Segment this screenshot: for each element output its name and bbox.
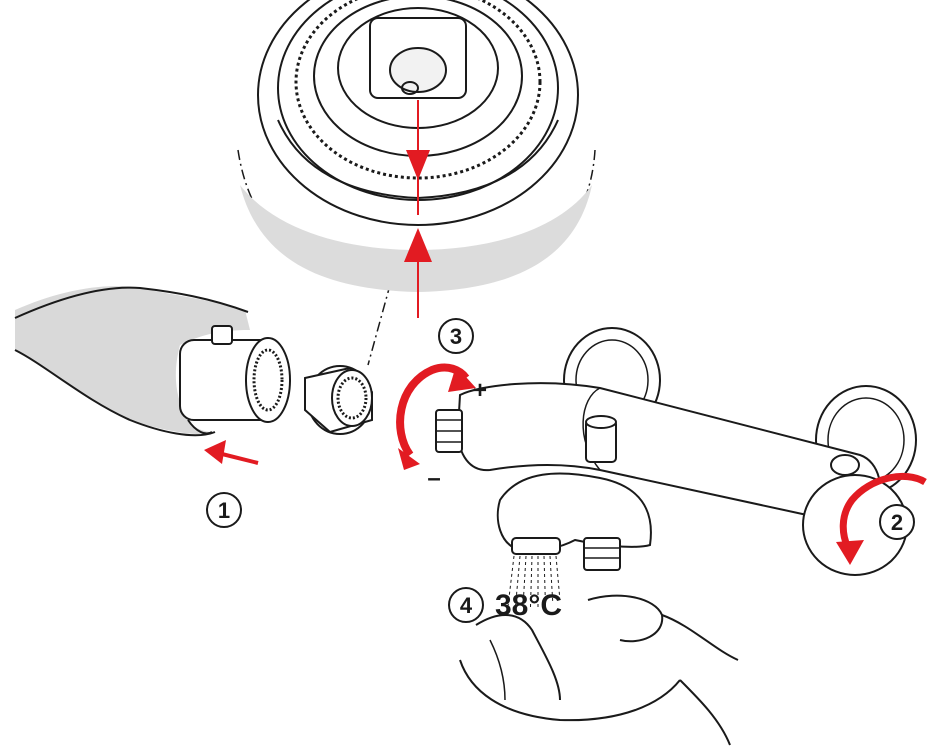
flow-handle-collar	[830, 454, 860, 476]
flow-arrow-arc	[839, 472, 927, 550]
zoom-detail	[237, 0, 596, 366]
alignment-arrow-up-icon	[404, 228, 432, 262]
left-hand-removing-handle	[14, 286, 291, 437]
wrist-outline-top	[661, 614, 739, 661]
finger-outline-1	[475, 613, 561, 701]
step-badge-3: 3	[438, 318, 474, 354]
step-badge-4: 4	[448, 587, 484, 623]
palm-outline	[459, 659, 681, 722]
step-circle	[879, 504, 915, 540]
finger-outline-2	[489, 639, 506, 701]
mixer-valve	[435, 327, 917, 576]
thumb-line	[187, 419, 213, 435]
left-hand-outline-bottom	[14, 349, 216, 437]
rotate-spindle-arrow	[396, 363, 476, 470]
handle-end	[245, 337, 291, 423]
zoom-knurl-ring	[294, 0, 542, 180]
zoom-shadow	[240, 185, 592, 292]
temperature-label: 38°C	[495, 589, 562, 622]
wrist-outline-bottom	[679, 679, 731, 746]
testing-hand-fill	[460, 593, 740, 740]
nut-thread	[336, 376, 368, 420]
left-hand-outline-top	[14, 286, 249, 319]
step-circle	[448, 587, 484, 623]
rotate-arrowhead-bottom-icon	[398, 448, 420, 470]
thumb-outline	[587, 594, 664, 643]
flow-arrowhead-icon	[836, 540, 864, 565]
step-number: 1	[218, 498, 230, 523]
shower-outlet	[583, 537, 621, 571]
step-number: 3	[450, 324, 462, 349]
spout-aerator	[511, 537, 561, 555]
flow-handle-rotate-arrow	[836, 472, 927, 565]
pull-arrow-left-icon	[204, 440, 226, 464]
plus-sign: +	[473, 377, 487, 404]
rotate-arrowhead-top-icon	[448, 366, 476, 392]
handle-spline	[252, 348, 284, 412]
diverter-top	[585, 415, 617, 429]
alignment-arrow-down-icon	[406, 150, 430, 180]
step-number: 4	[460, 593, 473, 618]
handle-stop-button	[211, 325, 233, 345]
step-badge-1: 1	[206, 492, 242, 528]
pull-arrow-shaft	[217, 451, 259, 465]
zoom-spindle-hole	[389, 47, 447, 93]
left-hand-shade	[15, 286, 250, 435]
pull-arrow	[204, 440, 259, 465]
step-badge-2: 2	[879, 504, 915, 540]
minus-sign: –	[427, 465, 440, 492]
step-number: 2	[891, 510, 903, 535]
adjustment-nut	[304, 365, 373, 435]
step-circle	[206, 492, 242, 528]
step-circle	[438, 318, 474, 354]
testing-hand	[459, 593, 740, 746]
zoom-spindle-dot	[401, 81, 419, 95]
